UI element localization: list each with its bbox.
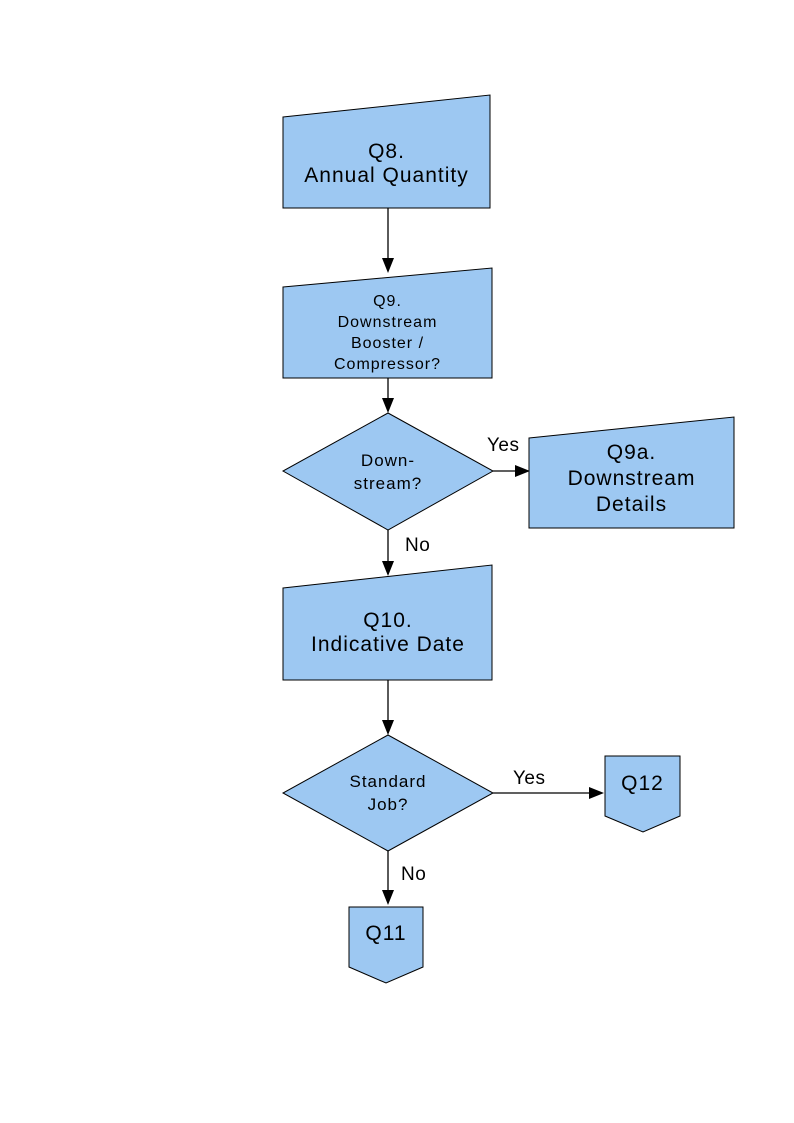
connector-downstream-yes-to-q9a	[493, 465, 530, 477]
q8-process-shape	[282, 94, 491, 209]
connector-downstream-no-to-q10	[382, 530, 394, 576]
q10-process-shape	[282, 564, 493, 681]
connector-q10-to-standardjob-decision	[382, 680, 394, 735]
arrowhead-down-icon	[382, 398, 394, 413]
arrowhead-down-icon	[382, 720, 394, 735]
connector-q9-to-downstream-decision	[382, 378, 394, 413]
q11-offpage-connector-shape	[348, 906, 424, 984]
arrowhead-down-icon	[382, 890, 394, 905]
downstream-decision-diamond	[281, 412, 495, 531]
q12-offpage-connector-shape	[604, 755, 681, 833]
arrowhead-right-icon	[589, 787, 604, 799]
arrowhead-right-icon	[515, 465, 530, 477]
q9-process-shape	[282, 267, 493, 379]
arrowhead-down-icon	[382, 561, 394, 576]
connector-standardjob-yes-to-q12	[493, 787, 604, 799]
arrowhead-down-icon	[382, 258, 394, 273]
q9a-process-shape	[528, 416, 735, 529]
connector-q8-to-q9	[382, 208, 394, 273]
standardjob-decision-diamond	[281, 734, 495, 852]
connector-standardjob-no-to-q11	[382, 851, 394, 905]
